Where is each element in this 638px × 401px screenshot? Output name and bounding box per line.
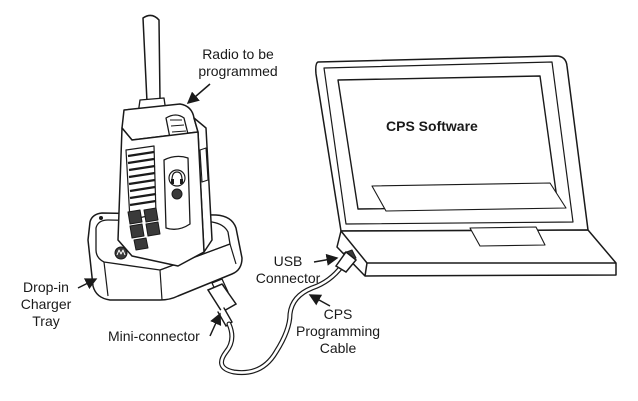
two-way-radio-icon xyxy=(117,14,213,267)
label-line: Drop-in xyxy=(23,279,69,295)
usb-cable-icon xyxy=(206,250,358,376)
laptop-touchpad xyxy=(469,226,546,247)
label-cps-programming-cable: CPS Programming Cable xyxy=(290,306,386,357)
laptop-keyboard xyxy=(371,182,567,212)
mini-connector-plug xyxy=(206,283,238,314)
label-arrows xyxy=(77,83,339,337)
arrow-mini xyxy=(209,312,222,337)
label-line: Cable xyxy=(319,340,357,356)
label-line: programmed xyxy=(198,63,278,79)
arrow-usb xyxy=(313,253,339,266)
arrow-cable xyxy=(308,294,331,307)
label-radio-to-be-programmed: Radio to be programmed xyxy=(186,46,290,80)
usb-plug xyxy=(334,250,358,273)
arrow-charger xyxy=(77,278,98,290)
label-line: Programming xyxy=(295,323,381,339)
laptop-icon xyxy=(315,55,617,277)
label-usb-connector: USB Connector xyxy=(246,253,330,287)
laptop-base xyxy=(336,229,617,277)
label-drop-in-charger-tray: Drop-in Charger Tray xyxy=(14,279,78,330)
screen-text-cps-software: CPS Software xyxy=(386,118,478,134)
label-line: Connector xyxy=(255,270,321,286)
label-mini-connector: Mini-connector xyxy=(108,328,200,344)
label-line: USB xyxy=(273,253,303,269)
keypad-buttons xyxy=(127,207,161,251)
label-line: Radio to be xyxy=(202,46,274,62)
label-line: Tray xyxy=(32,313,60,329)
label-line: CPS xyxy=(323,306,353,322)
radio-antenna xyxy=(142,14,161,103)
label-line: Charger xyxy=(20,296,72,312)
arrow-radio xyxy=(186,83,211,104)
